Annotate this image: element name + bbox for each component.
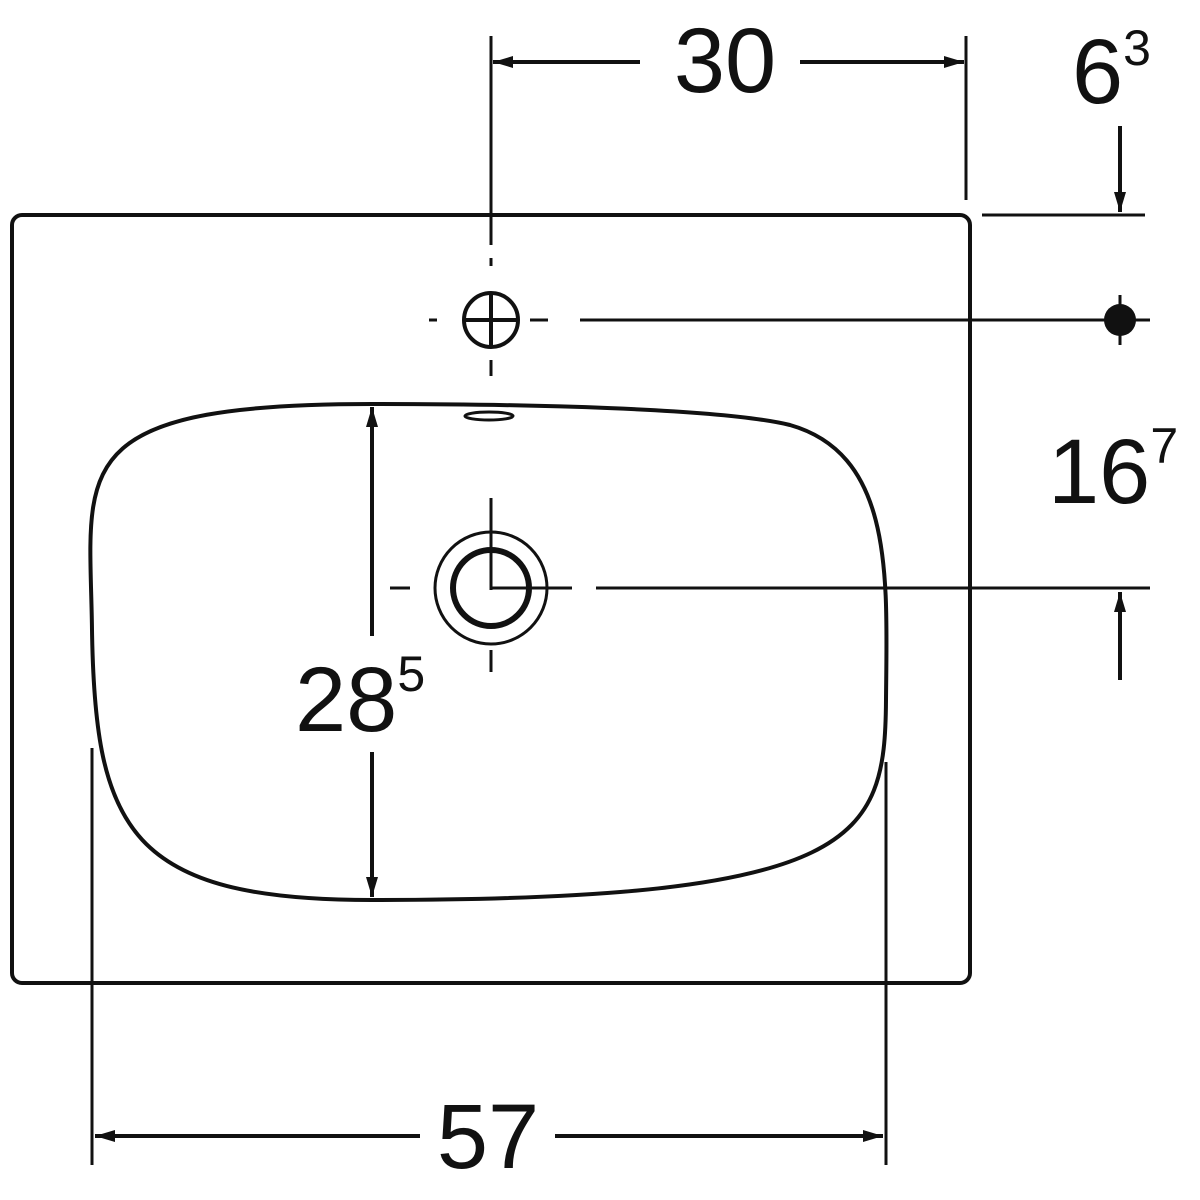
- dimension-30-label: 30: [674, 10, 776, 112]
- dimension-6-3-value: 6: [1072, 21, 1123, 123]
- reference-point-crosshair: [1095, 295, 1150, 345]
- dimension-6-3-superscript: 3: [1123, 20, 1151, 76]
- dimension-16-7-value: 16: [1048, 421, 1150, 523]
- dimension-28-5-label: 285: [295, 646, 425, 751]
- tap-hole: [462, 291, 520, 349]
- extension-lines: [90, 36, 1145, 1165]
- tap-hole-centerlines: [429, 36, 1150, 376]
- dimension-57-label: 57: [437, 1086, 539, 1188]
- dimension-6-3-label: 63: [1072, 20, 1151, 123]
- dimension-28-5-value: 28: [295, 649, 397, 751]
- drain-centerlines: [390, 498, 1150, 672]
- dimension-16-7-superscript: 7: [1150, 418, 1178, 474]
- dimension-16-7-label: 167: [1048, 418, 1178, 523]
- overflow-slot: [463, 410, 515, 422]
- bowl-outline: [88, 402, 889, 902]
- dimension-28-5-superscript: 5: [397, 646, 425, 702]
